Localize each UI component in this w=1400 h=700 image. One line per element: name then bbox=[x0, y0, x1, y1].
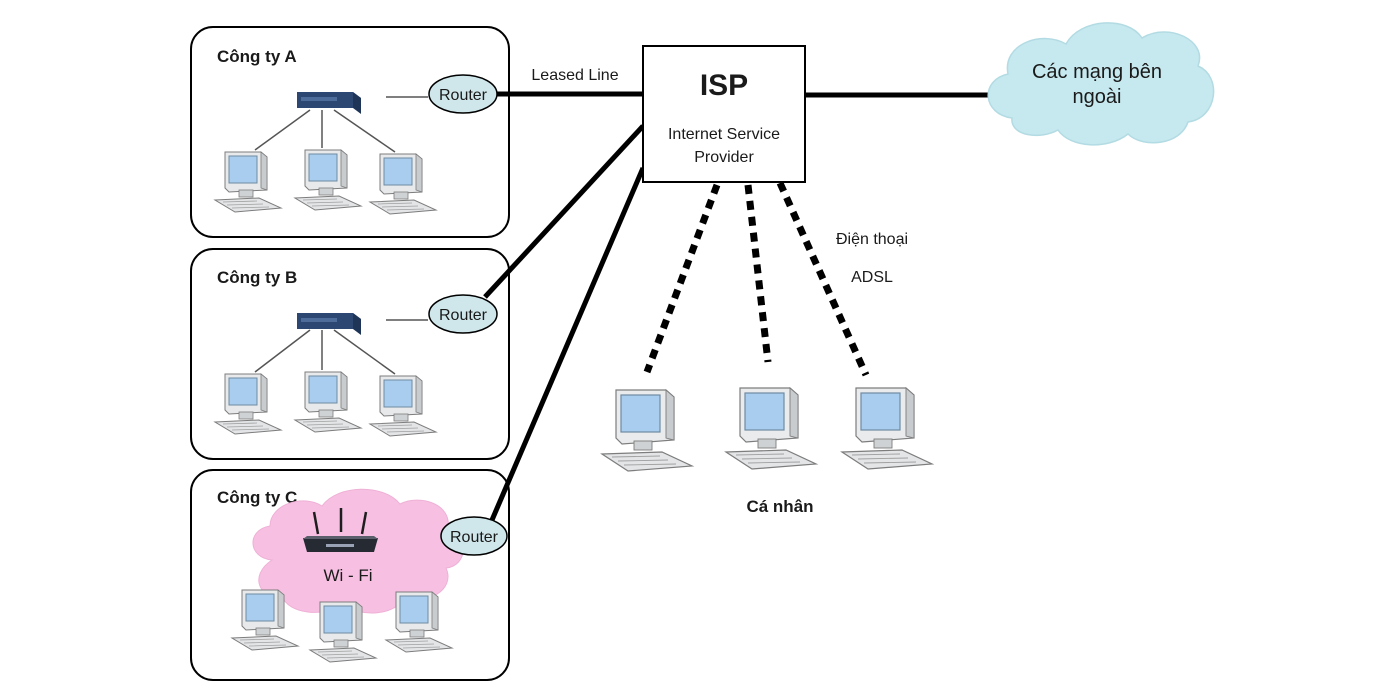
isp-box bbox=[642, 45, 806, 183]
company-a-cabling bbox=[254, 109, 396, 153]
router-c-label: Router bbox=[450, 529, 499, 546]
dialup-label-1: Điện thoại bbox=[836, 231, 908, 248]
wifi-router-icon bbox=[303, 508, 378, 552]
wifi-label: Wi - Fi bbox=[323, 566, 372, 585]
external-line-2: ngoài bbox=[1073, 86, 1122, 108]
external-networks-cloud bbox=[987, 22, 1215, 146]
router-c bbox=[440, 516, 508, 556]
dialup-label-2: ADSL bbox=[851, 269, 893, 286]
dialup-link-3 bbox=[776, 181, 870, 377]
company-a-box bbox=[190, 26, 510, 238]
computer-icon bbox=[841, 387, 933, 470]
company-b-title: Công ty B bbox=[217, 268, 297, 287]
dialup-link-1 bbox=[643, 183, 721, 374]
company-c-title: Công ty C bbox=[217, 488, 297, 507]
external-line-1: Các mạng bên bbox=[1032, 61, 1162, 83]
leased-line-label: Leased Line bbox=[531, 67, 618, 84]
isp-line-2: Provider bbox=[694, 149, 754, 166]
router-a-label: Router bbox=[439, 87, 488, 104]
link-company-c bbox=[489, 167, 646, 521]
personal-label: Cá nhân bbox=[746, 497, 813, 516]
computer-icon bbox=[725, 387, 817, 470]
isp-line-1: Internet Service bbox=[668, 126, 780, 143]
company-b-box bbox=[190, 248, 510, 460]
router-a bbox=[428, 74, 498, 114]
company-a-title: Công ty A bbox=[217, 47, 297, 66]
computer-icon bbox=[601, 389, 693, 472]
router-b-label: Router bbox=[439, 307, 488, 324]
isp-title: ISP bbox=[700, 69, 748, 102]
company-b-cabling bbox=[254, 329, 396, 375]
router-b bbox=[428, 294, 498, 334]
link-company-b bbox=[483, 124, 645, 299]
dialup-link-2 bbox=[744, 184, 772, 363]
